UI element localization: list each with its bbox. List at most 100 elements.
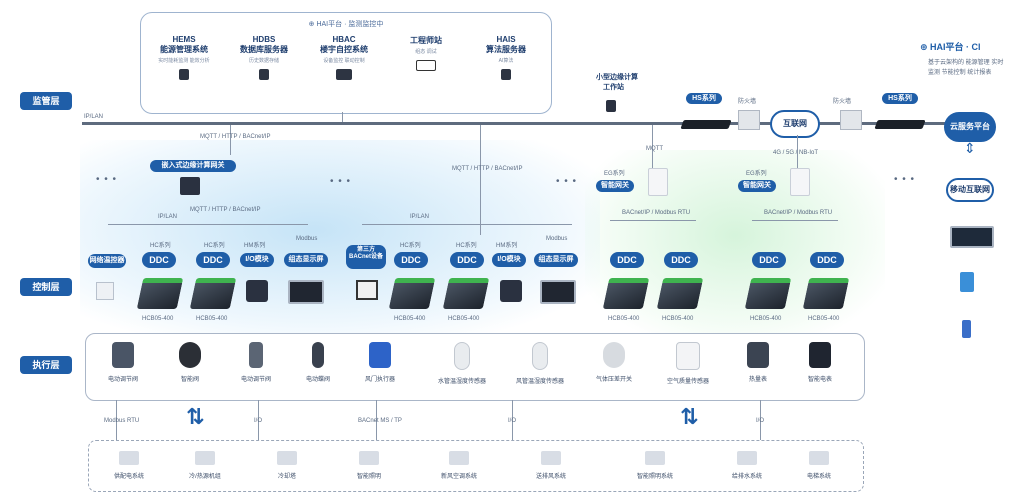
display-label: 组态显示屏 [534, 253, 578, 267]
laptop-icon [416, 60, 436, 71]
arrows-icon: ⇅ [680, 404, 699, 429]
io-series: HM系列 [244, 243, 266, 249]
router-label-right: HS系列 [882, 93, 918, 104]
damper-actuator-icon [369, 342, 391, 368]
exec-device: 电动调节阀 [93, 342, 153, 383]
system-desc: 组态 调试 [415, 49, 437, 55]
subsystem: 智能照明系统 [620, 451, 690, 480]
proto-label: MQTT / HTTP / BACnet/IP [200, 134, 271, 140]
ddc-controller-icon [136, 278, 184, 309]
connector [610, 220, 696, 221]
heat-meter-icon [747, 342, 769, 368]
connector [760, 400, 761, 440]
ddc-controller-icon [744, 278, 792, 309]
subsystem: 电梯系统 [784, 451, 854, 480]
ddc-badge: DDC [752, 252, 786, 268]
display-panel-icon [288, 280, 324, 304]
laptop-icon [950, 226, 994, 248]
subsystem-icon [737, 451, 757, 465]
proto-label: I/O [756, 418, 765, 424]
connector [376, 400, 377, 440]
system-name: 能源管理系统 [160, 45, 208, 54]
proto-label: I/O [508, 418, 517, 424]
device-label: 气体压差开关 [595, 377, 632, 383]
layer-tag-control: 控制层 [20, 278, 72, 296]
layer-tag-exec: 执行层 [20, 356, 72, 374]
gateway-icon [790, 168, 810, 196]
gateway-label: 智能网关 [596, 180, 634, 192]
subsystem: 给排水系统 [712, 451, 782, 480]
ellipsis: • • • [96, 174, 118, 185]
thermostat-icon [96, 282, 114, 300]
subsystem: 送排风系统 [516, 451, 586, 480]
system-desc: 设备监控 联动控制 [323, 58, 365, 64]
proto-label: MQTT / HTTP / BACnet/IP [452, 166, 523, 172]
system-desc: 实时能耗监测 能效分析 [158, 58, 210, 64]
subsystem-label: 冷/热源机组 [189, 474, 221, 480]
ddc-badge: DDC [610, 252, 644, 268]
subsystem-icon [195, 451, 215, 465]
ddc-controller-icon [189, 278, 237, 309]
connector [512, 400, 513, 440]
gw-proto: BACnet/IP / Modbus RTU [622, 210, 691, 216]
subsystem-label: 冷却塔 [277, 474, 296, 480]
connector [258, 400, 259, 440]
thermostat-label: 网络温控器 [88, 254, 126, 268]
cloud-service-platform: 云服务平台 [944, 112, 996, 142]
controller-caption: HCB05-400 [662, 316, 694, 322]
display-series: Modbus [296, 236, 318, 242]
io-module-label: I/O模块 [492, 253, 526, 267]
proto-label: MQTT / HTTP / BACnet/IP [190, 207, 261, 213]
firewall-label-left: 防火墙 [738, 99, 757, 105]
subsystem-icon [645, 451, 665, 465]
smart-meter-icon [809, 342, 831, 368]
duct-sensor-icon [532, 342, 548, 370]
gateway-icon [648, 168, 668, 196]
subsystem-icon [449, 451, 469, 465]
connector [230, 125, 231, 155]
subsystem-label: 智能照明系统 [636, 474, 673, 480]
display-series: Modbus [546, 236, 568, 242]
subsystem-label: 给排水系统 [731, 474, 762, 480]
system-code: HBAC [332, 35, 356, 44]
io-series: HM系列 [496, 243, 518, 249]
ddc-controller-icon [602, 278, 650, 309]
lan-label: IP/LAN [158, 214, 178, 220]
subsystem: 新风空调系统 [424, 451, 494, 480]
smart-valve-icon [179, 342, 201, 368]
ddc-badge: DDC [142, 252, 176, 268]
router-icon [874, 120, 926, 129]
system-desc: 历史数据存储 [248, 58, 279, 64]
connector [116, 400, 117, 440]
proto-label: Modbus RTU [104, 418, 140, 424]
display-label: 组态显示屏 [284, 253, 328, 267]
connector [362, 224, 572, 225]
exec-device: 电动蝶阀 [288, 342, 348, 383]
layer-tag-monitor: 监管层 [20, 92, 72, 110]
system-hdbs: HDBS 数据库服务器 历史数据存储 [229, 35, 299, 80]
ddc-controller-icon [388, 278, 436, 309]
platform-header: ⊕ HAI平台 · 监测监控中 [308, 21, 384, 28]
server-icon [259, 69, 269, 80]
device-label: 空气质量传感器 [666, 379, 709, 385]
exec-device: 气体压差开关 [584, 342, 644, 383]
subsystem-label: 智能照明 [356, 474, 381, 480]
workstation-icon [606, 100, 616, 112]
exec-device: 智能电表 [790, 342, 850, 383]
controller-caption: HCB05-400 [196, 316, 228, 322]
connector [752, 220, 838, 221]
water-sensor-icon [454, 342, 470, 370]
device-label: 智能阀 [180, 377, 199, 383]
firewall-label-right: 防火墙 [833, 99, 852, 105]
ddc-badge: DDC [450, 252, 484, 268]
firewall-icon [738, 110, 760, 130]
gw-proto: BACnet/IP / Modbus RTU [764, 210, 833, 216]
device-label: 智能电表 [807, 377, 832, 383]
air-quality-sensor-icon [676, 342, 700, 370]
server-icon [501, 69, 511, 80]
subsystem-label: 供配电系统 [113, 474, 144, 480]
exec-device: 空气质量传感器 [658, 342, 718, 385]
mobile-internet: 移动互联网 [946, 178, 994, 202]
control-zone-green [585, 150, 885, 340]
connector [480, 125, 481, 235]
